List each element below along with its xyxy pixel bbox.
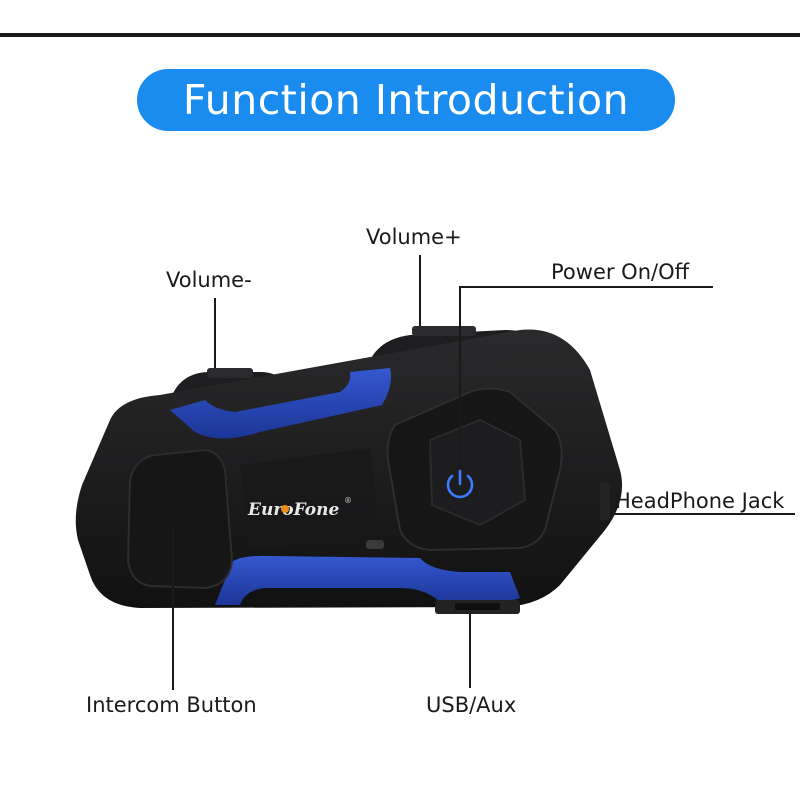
page-title: Function Introduction xyxy=(182,76,630,124)
center-panel xyxy=(240,448,380,550)
label-usb-aux: USB/Aux xyxy=(426,693,517,717)
brand-trademark: ® xyxy=(344,496,352,505)
label-headphone-jack: HeadPhone Jack xyxy=(615,489,785,513)
title-banner: Function Introduction xyxy=(137,69,675,131)
volume-minus-key xyxy=(207,368,253,378)
brand-logo: EuroFone xyxy=(247,500,339,520)
volume-plus-key xyxy=(412,326,476,336)
top-divider xyxy=(0,33,800,37)
label-volume-minus: Volume- xyxy=(166,268,252,292)
headphone-jack-port xyxy=(600,482,610,520)
status-led xyxy=(366,540,384,549)
usb-port-slot xyxy=(455,603,500,610)
label-power: Power On/Off xyxy=(551,260,690,284)
power-icon xyxy=(446,469,474,499)
leader-power xyxy=(459,286,713,468)
label-volume-plus: Volume+ xyxy=(366,225,462,249)
label-intercom-button: Intercom Button xyxy=(86,693,257,717)
bottom-blue-trim xyxy=(215,555,520,605)
top-blue-trim xyxy=(170,368,391,439)
intercom-button xyxy=(126,448,234,590)
brand-logo-dot xyxy=(281,505,289,513)
power-pad-inner xyxy=(428,418,527,527)
